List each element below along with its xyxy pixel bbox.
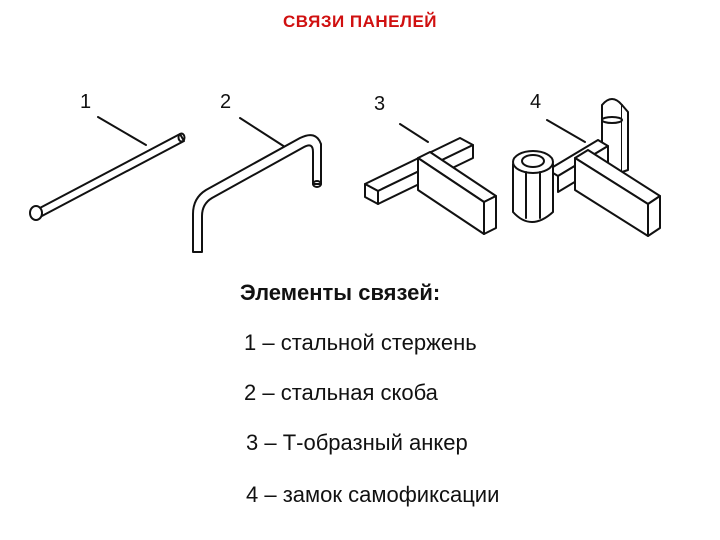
steel-rod-figure (29, 116, 186, 221)
legend-heading: Элементы связей: (240, 280, 441, 305)
figure-number-1: 1 (80, 91, 91, 113)
steel-bracket (192, 134, 322, 253)
leader-line-1 (97, 116, 147, 146)
leader-line-4 (546, 119, 586, 143)
legend-item-4: 4 – замок самофиксации (246, 482, 500, 507)
t-anchor-figure (364, 123, 497, 235)
figure-number-2: 2 (220, 91, 231, 113)
legend-item-2: 2 – стальная скоба (244, 380, 438, 405)
steel-bracket-end (312, 180, 322, 188)
leader-line-3 (399, 123, 429, 143)
steel-rod-end-far (177, 132, 186, 143)
self-locking-lock-figure (512, 98, 661, 237)
page-title: СВЯЗИ ПАНЕЛЕЙ (282, 12, 438, 31)
steel-rod-end-near (29, 205, 43, 221)
legend-item-1: 1 – стальной стержень (244, 330, 477, 355)
figure-number-4: 4 (530, 91, 541, 113)
figure-number-3: 3 (374, 93, 385, 115)
steel-rod (35, 133, 185, 218)
steel-bracket-figure (192, 117, 322, 253)
legend-item-3: 3 – Т-образный анкер (246, 430, 468, 455)
lock-cylinder (512, 163, 554, 223)
leader-line-2 (239, 117, 286, 148)
